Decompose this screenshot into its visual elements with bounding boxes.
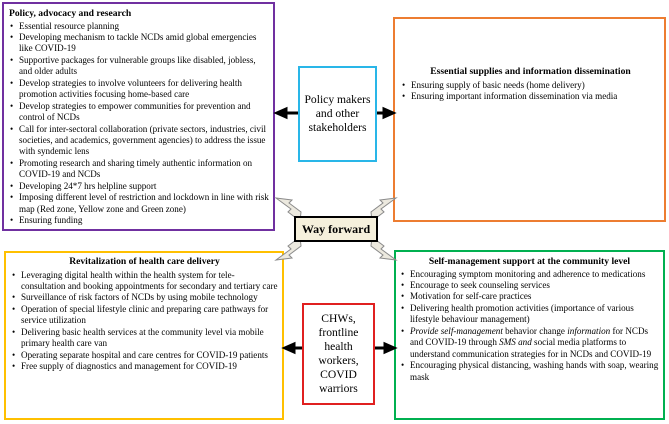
chws-box: CHWs, frontline health workers, COVID wa… [302, 303, 375, 405]
list-item: Free supply of diagnostics and managemen… [11, 361, 278, 373]
arrow-to-revit [274, 236, 302, 261]
essential-supplies-box: Essential supplies and information disse… [393, 17, 666, 222]
policy-box-title: Policy, advocacy and research [9, 8, 132, 19]
selfm-item-list: Encouraging symptom monitoring and adher… [400, 269, 659, 384]
list-item: Delivering health promotion activities (… [400, 303, 659, 326]
list-item: Develop strategies to involve volunteers… [9, 78, 269, 101]
list-item: Ensuring important information dissemina… [401, 91, 660, 103]
list-item: Surveillance of risk factors of NCDs by … [11, 292, 278, 304]
arrow-to-selfm [370, 236, 398, 261]
text-fragment: SMS and [499, 337, 532, 348]
text-fragment: for NCDs and COVID-19 through [410, 325, 649, 348]
policy-makers-box: Policy makers and other stakeholders [298, 66, 377, 162]
text-fragment: Provide self-management [410, 325, 503, 336]
policy-makers-label: Policy makers and other stakeholders [304, 93, 371, 134]
policy-advocacy-box: Policy, advocacy and research Essential … [2, 2, 275, 231]
list-item: Provide self-management behavior change … [400, 326, 659, 360]
list-item: Motivation for self-care practices [400, 291, 659, 303]
selfm-box-title: Self-management support at the community… [428, 256, 631, 267]
text-fragment: information [567, 325, 611, 336]
way-forward-center: Way forward [294, 216, 378, 242]
chws-label: CHWs, frontline health workers, COVID wa… [318, 312, 359, 395]
list-item: Encourage to seek counseling services [400, 280, 659, 292]
list-item: Developing 24*7 hrs helpline support [9, 181, 269, 193]
list-item: Supportive packages for vulnerable group… [9, 55, 269, 78]
list-item: Ensuring funding [9, 215, 269, 227]
list-item: Encouraging physical distancing, washing… [400, 360, 659, 383]
policy-item-list: Essential resource planning Developing m… [9, 21, 269, 228]
list-item: Ensuring supply of basic needs (home del… [401, 80, 660, 92]
list-item: Developing mechanism to tackle NCDs amid… [9, 32, 269, 55]
list-item: Essential resource planning [9, 21, 269, 33]
self-management-box: Self-management support at the community… [394, 250, 665, 420]
list-item: Develop strategies to empower communitie… [9, 101, 269, 124]
list-item: Encouraging symptom monitoring and adher… [400, 269, 659, 281]
list-item: Delivering basic health services at the … [11, 327, 278, 350]
list-item: Promoting research and sharing timely au… [9, 158, 269, 181]
essential-box-title: Essential supplies and information disse… [430, 66, 631, 77]
arrow-to-policy [274, 197, 302, 222]
essential-item-list: Ensuring supply of basic needs (home del… [401, 80, 660, 103]
text-fragment: social media platforms to understand com… [410, 337, 652, 359]
list-item: Leveraging digital health within the hea… [11, 270, 278, 293]
list-item: Operation of special lifestyle clinic an… [11, 304, 278, 327]
revit-item-list: Leveraging digital health within the hea… [11, 270, 278, 374]
text-fragment: behavior change [502, 325, 568, 336]
revit-box-title: Revitalization of health care delivery [69, 256, 220, 267]
revitalization-box: Revitalization of health care delivery L… [4, 251, 284, 420]
list-item: Call for inter-sectoral collaboration (p… [9, 124, 269, 158]
way-forward-label: Way forward [301, 221, 371, 236]
arrow-to-essential [370, 197, 398, 222]
list-item: Operating separate hospital and care cen… [11, 350, 278, 362]
list-item: Imposing different level of restriction … [9, 192, 269, 215]
